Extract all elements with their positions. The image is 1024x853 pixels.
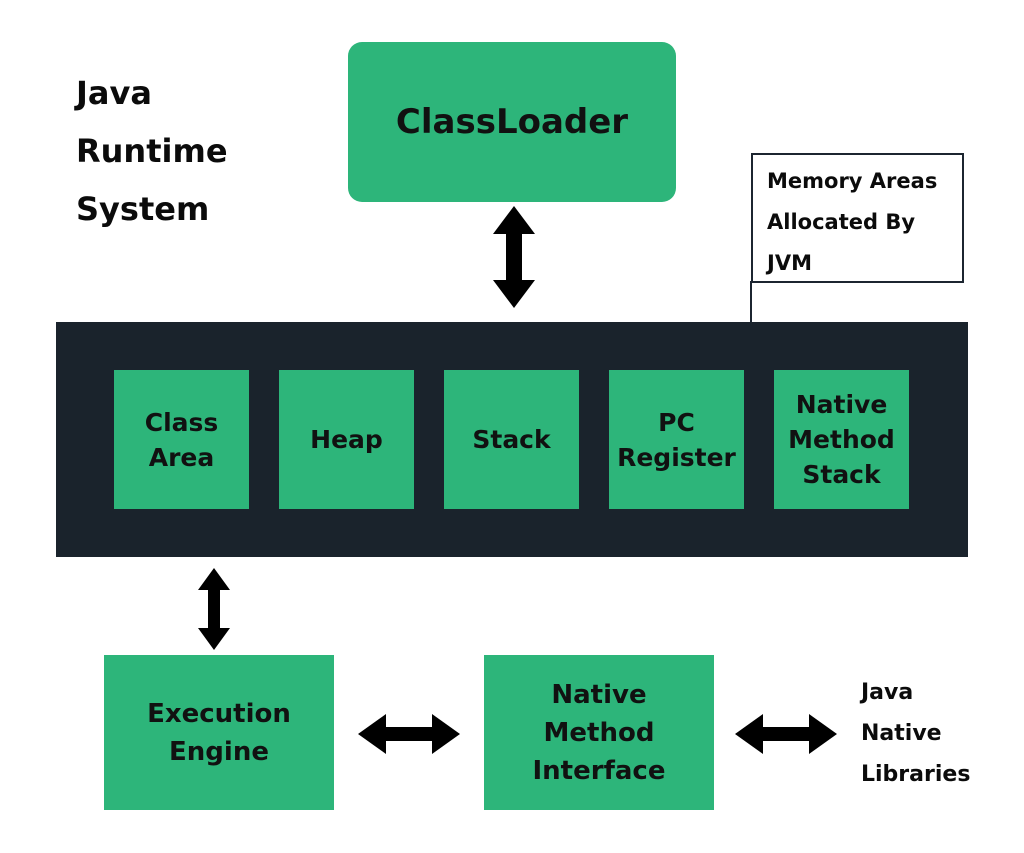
- native-interface-libraries-arrow: [735, 714, 837, 754]
- pc-register-line-2: Register: [617, 442, 736, 472]
- java-native-libraries-label: Java Native Libraries: [861, 672, 1011, 795]
- native-libraries-line-3: Libraries: [861, 762, 971, 787]
- callout-line-2: Allocated By: [767, 210, 916, 234]
- execution-engine-line-1: Execution: [147, 698, 291, 729]
- native-libraries-line-2: Native: [861, 721, 942, 746]
- pc-register-line-1: PC: [658, 407, 695, 437]
- classloader-box: ClassLoader: [348, 42, 676, 202]
- callout-line-3: JVM: [767, 251, 812, 275]
- class-area-line-2: Area: [148, 442, 215, 472]
- native-method-stack-line-3: Stack: [802, 460, 881, 489]
- classloader-label: ClassLoader: [395, 102, 629, 142]
- title-line-3: System: [76, 190, 210, 228]
- native-method-interface-box: Native Method Interface: [484, 655, 714, 810]
- callout-line-1: Memory Areas: [767, 169, 938, 193]
- class-area-line-1: Class: [144, 407, 219, 437]
- stack-box: Stack: [444, 370, 579, 509]
- memory-execution-arrow: [198, 568, 230, 650]
- native-libraries-line-1: Java: [861, 680, 914, 705]
- stack-label: Stack: [472, 425, 551, 454]
- native-method-interface-line-1: Native: [551, 679, 647, 710]
- diagram-title: Java Runtime System: [76, 64, 276, 238]
- heap-box: Heap: [279, 370, 414, 509]
- classloader-memory-arrow: [493, 206, 535, 308]
- callout-connector: [750, 281, 752, 324]
- native-method-stack-line-2: Method: [788, 425, 895, 454]
- title-line-1: Java: [76, 74, 152, 112]
- memory-areas-callout: Memory Areas Allocated By JVM: [751, 153, 964, 283]
- native-method-stack-line-1: Native: [795, 390, 888, 419]
- pc-register-box: PC Register: [609, 370, 744, 509]
- execution-native-interface-arrow: [358, 714, 460, 754]
- heap-label: Heap: [310, 425, 383, 454]
- execution-engine-line-2: Engine: [169, 736, 269, 767]
- execution-engine-box: Execution Engine: [104, 655, 334, 810]
- native-method-stack-box: Native Method Stack: [774, 370, 909, 509]
- native-method-interface-line-3: Interface: [532, 755, 666, 786]
- title-line-2: Runtime: [76, 132, 228, 170]
- class-area-box: Class Area: [114, 370, 249, 509]
- native-method-interface-line-2: Method: [543, 717, 655, 748]
